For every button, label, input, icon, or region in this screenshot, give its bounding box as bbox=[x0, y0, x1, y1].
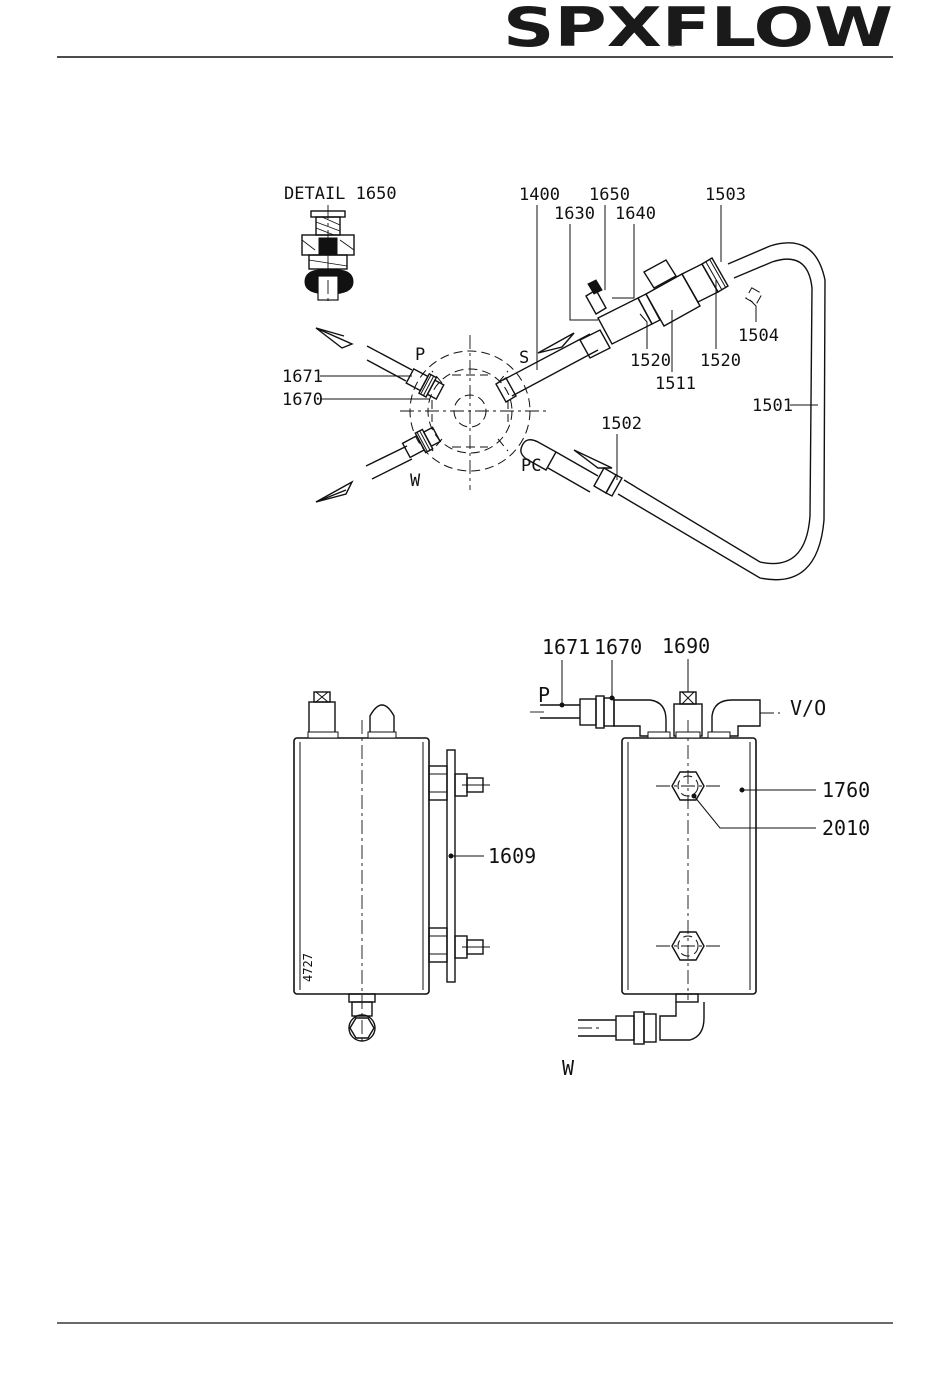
side-view-left: 4727 1609 bbox=[294, 692, 536, 1042]
top-view-diagram: DETAIL 1650 bbox=[282, 184, 825, 580]
callout-1504: 1504 bbox=[738, 326, 779, 346]
pipe-w: W bbox=[316, 425, 442, 502]
port-label-p: P bbox=[415, 345, 425, 365]
registered-mark: ® bbox=[668, 40, 677, 50]
brand-logo: SPXFLOW bbox=[503, 0, 893, 59]
port-label-w: W bbox=[410, 471, 421, 491]
port-label-p-bottom: P bbox=[538, 683, 550, 707]
callout-2010: 2010 bbox=[822, 816, 870, 840]
callout-1650: 1650 bbox=[589, 185, 630, 205]
pipe-s: S bbox=[496, 330, 610, 402]
port-label-pc: PC bbox=[521, 456, 541, 476]
callout-1511: 1511 bbox=[655, 374, 696, 394]
port-label-s: S bbox=[519, 348, 529, 368]
port-label-vo: V/O bbox=[790, 696, 826, 720]
pipe-p: P bbox=[316, 328, 445, 402]
bracket-1609 bbox=[429, 750, 490, 982]
valve-assembly bbox=[586, 258, 762, 344]
callout-1630: 1630 bbox=[554, 204, 595, 224]
detail-1650-illustration bbox=[302, 205, 354, 304]
side-mark-4727: 4727 bbox=[301, 953, 315, 982]
callout-1670-bottom: 1670 bbox=[594, 635, 642, 659]
callout-1671-bottom: 1671 bbox=[542, 635, 590, 659]
pipe-pc: PC bbox=[521, 440, 622, 496]
front-top-fittings bbox=[530, 692, 780, 738]
pipe-1501-loop bbox=[618, 243, 825, 580]
left-top-fittings bbox=[308, 692, 396, 738]
front-view-right: 1671 1670 1690 P V/O W 1760 2010 bbox=[530, 634, 870, 1080]
callout-1760: 1760 bbox=[822, 778, 870, 802]
callout-1640: 1640 bbox=[615, 204, 656, 224]
callout-1520-left: 1520 bbox=[630, 351, 671, 371]
callout-1520-right: 1520 bbox=[700, 351, 741, 371]
callout-1609: 1609 bbox=[488, 844, 536, 868]
callout-1670-top: 1670 bbox=[282, 390, 323, 410]
callout-1690: 1690 bbox=[662, 634, 710, 658]
front-bottom-fitting bbox=[578, 994, 704, 1044]
detail-1650-title: DETAIL 1650 bbox=[284, 184, 397, 204]
callout-1502: 1502 bbox=[601, 414, 642, 434]
callout-1671-top: 1671 bbox=[282, 367, 323, 387]
callout-1400: 1400 bbox=[519, 185, 560, 205]
top-callouts: 1400 1650 1630 1640 1503 1504 1520 1520 … bbox=[282, 185, 818, 480]
callout-1501: 1501 bbox=[752, 396, 793, 416]
port-label-w-bottom: W bbox=[562, 1056, 575, 1080]
header: SPXFLOW ® bbox=[57, 0, 893, 59]
callout-1503: 1503 bbox=[705, 185, 746, 205]
